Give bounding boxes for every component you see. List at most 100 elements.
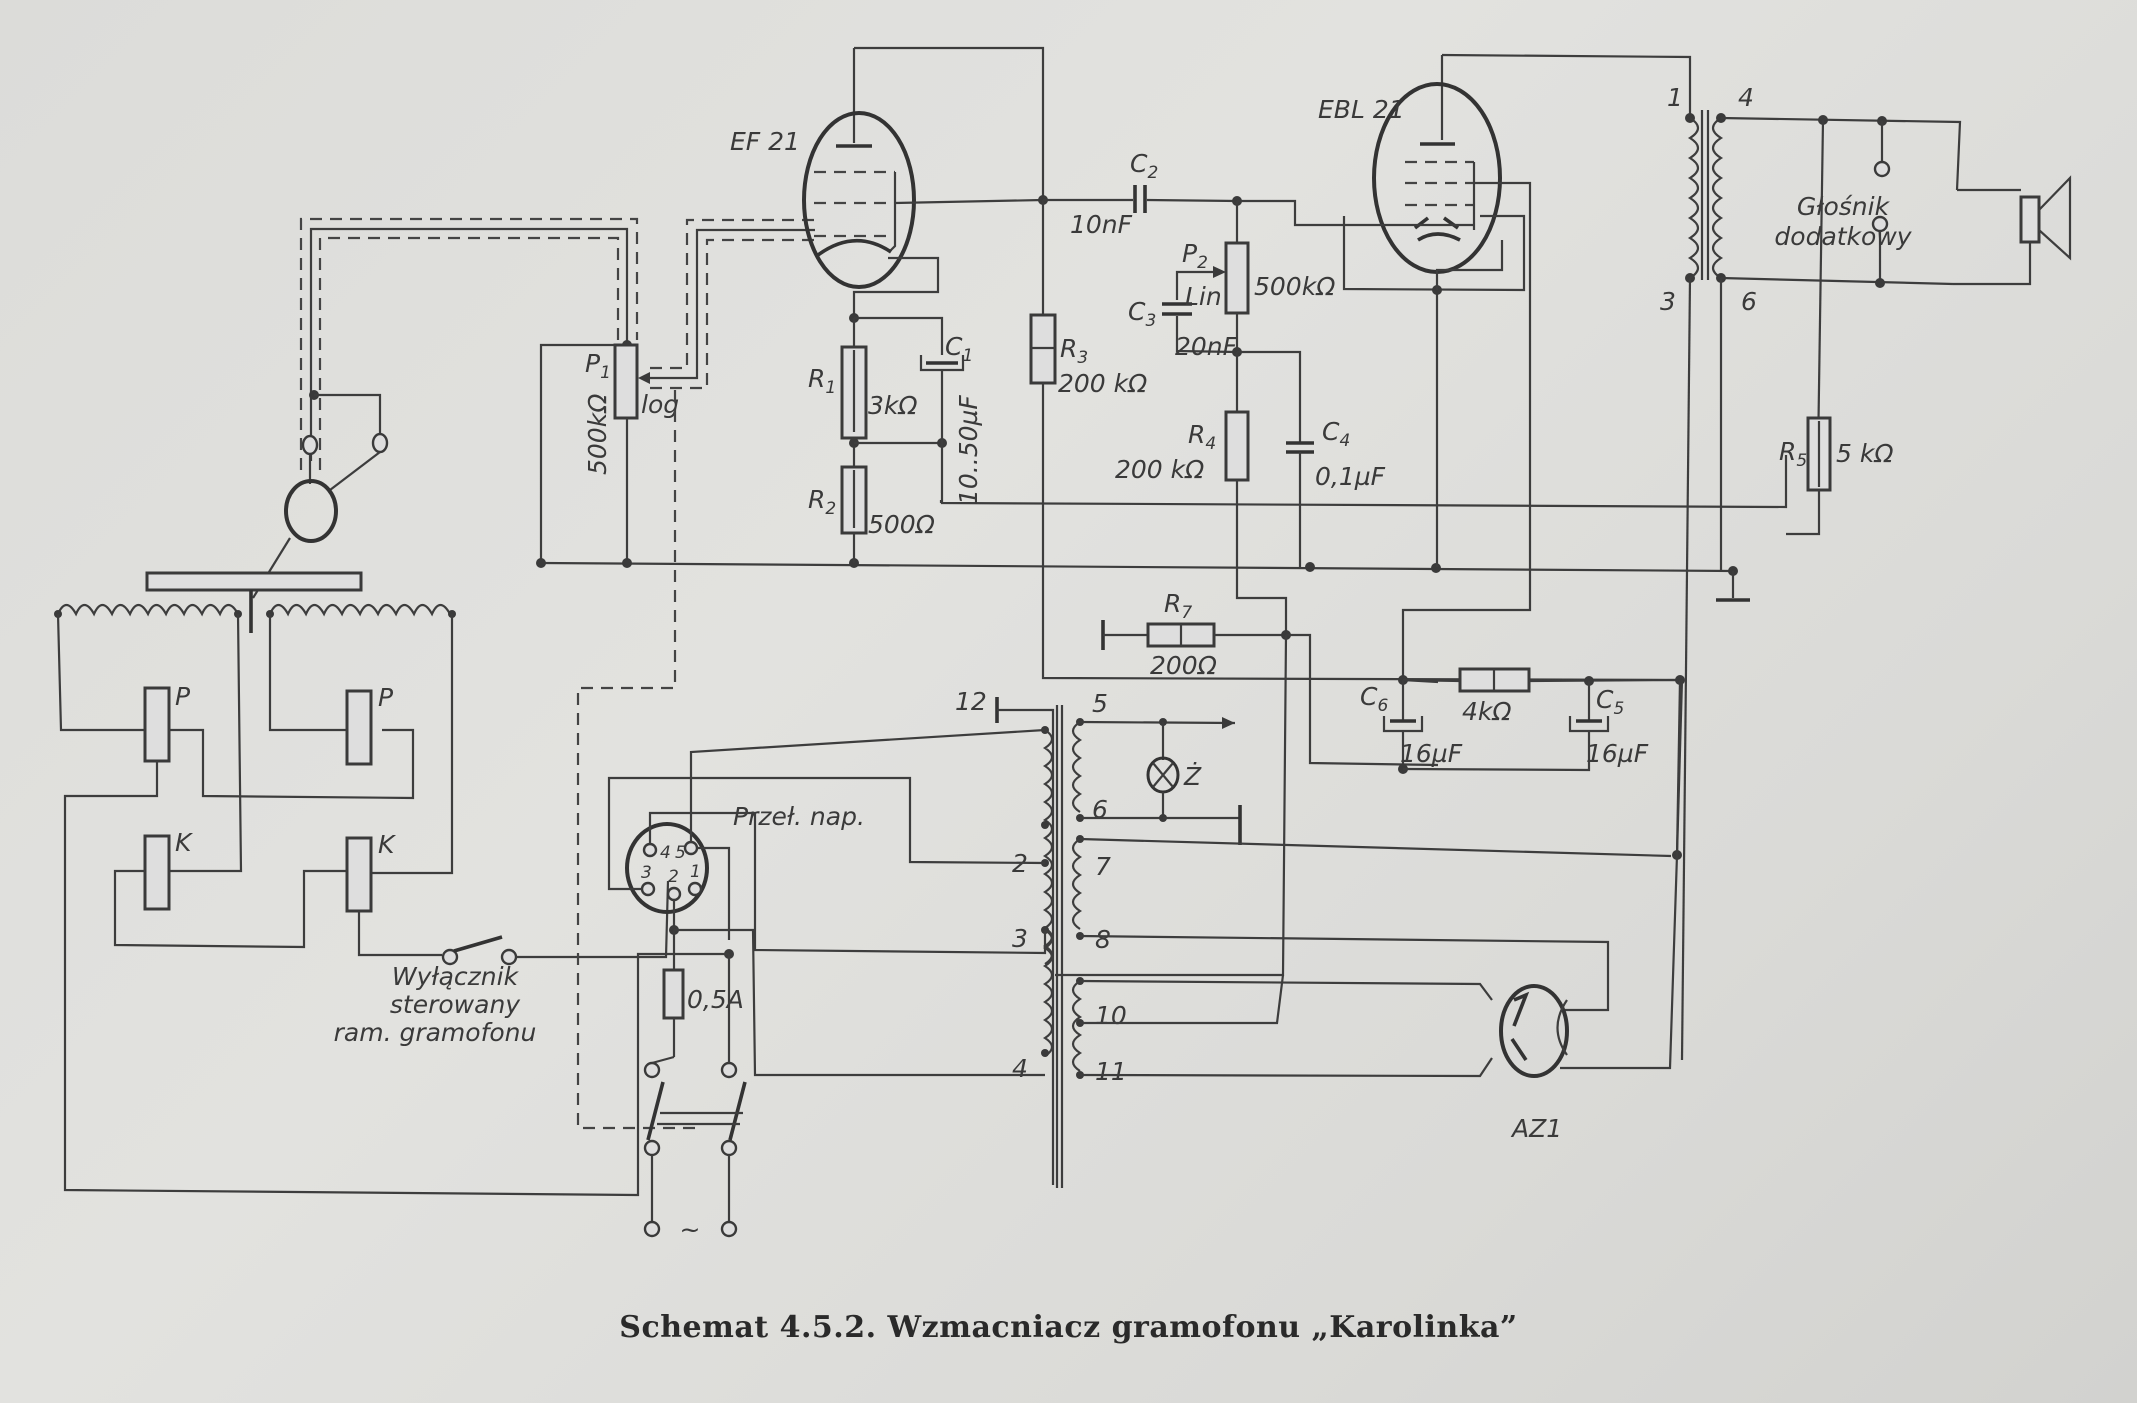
switch-label-line3: ram. gramofonu [334,1018,537,1047]
vs-pin-3: 3 [641,863,652,883]
ext-speaker-label-1: Głośnik [1797,192,1891,221]
tube-ef21: EF 21 [730,46,1045,318]
fuse: 0,5A [662,930,744,1057]
c5-ref: C5 [1596,685,1624,719]
motor-rotor [145,571,363,592]
tube-ebl21: EBL 21 [1318,53,1692,680]
ot-pin-6: 6 [1741,287,1757,316]
p1-value: 500kΩ [583,394,612,475]
relay-k-left-label: K [175,828,194,857]
pt-pin-12: 12 [955,687,987,716]
relay-coil-p-left [143,686,171,763]
tonearm-switch[interactable] [441,880,670,966]
mains-switch[interactable]: ~ [643,954,747,1244]
az1-label: AZ1 [1510,1114,1562,1143]
r1-ref: R1 [808,364,836,398]
potentiometer-p2[interactable]: P2 Lin 500kΩ C3 20nF [1128,196,1370,361]
c1-ref: C1 [945,332,973,366]
tube-az1: AZ1 [1499,854,1679,1143]
c3-value: 20nF [1175,332,1238,361]
c5-value: 16µF [1586,739,1649,768]
fuse-value: 0,5A [687,985,744,1014]
c2-ref: C2 [1130,149,1158,183]
r7-ref: R7 [1164,589,1192,623]
relay-p-right-label: P [378,683,394,712]
p1-ref: P1 [585,349,611,383]
power-transformer: 12 2 3 4 5 6 7 8 10 11 Ż [955,687,1672,1188]
vs-pin-4: 4 [660,843,671,863]
c4-ref: C4 [1322,417,1350,451]
r1-value: 3kΩ [868,391,918,420]
r2-value: 500Ω [868,510,935,539]
c4-value: 0,1µF [1315,462,1386,491]
ground-bus [536,558,1750,602]
r-filter-value: 4kΩ [1462,697,1512,726]
r4-value: 200 kΩ [1115,455,1204,484]
ef21-envelope [802,111,916,289]
power-filter: 4kΩ C6 16µF C5 16µF [1360,667,1685,860]
c3-ref: C3 [1128,297,1156,331]
pt-pin-11: 11 [1095,1057,1127,1086]
pt-pin-10: 10 [1095,1001,1127,1030]
loudspeaker-icon [2019,175,2072,261]
capacitor-c2: C2 10nF [1043,149,1238,239]
r3-ref: R3 [1060,334,1088,368]
pt-pin-7: 7 [1095,852,1111,881]
az1-envelope [1499,984,1569,1078]
pickup-cartridge [252,390,389,599]
r5-value: 5 kΩ [1836,439,1893,468]
mains-plug-terminal-left[interactable] [643,1220,661,1238]
pt-pin-4: 4 [1012,1054,1028,1083]
ext-speaker-label-2: dodatkowy [1774,222,1912,251]
p2-value: 500kΩ [1254,272,1335,301]
r3-value: 200 kΩ [1058,369,1147,398]
figure-caption: Schemat 4.5.2. Wzmacniacz gramofonu „Kar… [619,1310,1518,1345]
resistor-r3-group: R3 200 kΩ [1029,195,1681,682]
r5-ref: R5 [1779,437,1807,471]
relay-coil-k-left [143,834,171,911]
mains-plug-terminal-right[interactable] [720,1220,738,1238]
switch-label-line2: sterowany [390,990,521,1019]
shielded-cable-grid [650,218,815,390]
vs-pin-1: 1 [690,862,701,882]
resistor-r4 [1224,410,1250,482]
p2-ref: P2 [1182,239,1208,273]
voltage-selector[interactable]: 4 5 3 2 1 Przeł. nap. [625,802,865,914]
pt-pin-8: 8 [1095,925,1111,954]
switch-label-line1: Wyłącznik [392,962,520,991]
mains-ac-symbol: ~ [680,1215,701,1244]
ebl21-label: EBL 21 [1318,95,1405,124]
relay-coil-p-right [345,689,373,766]
pilot-lamp-icon [1146,756,1180,794]
vs-pin-5: 5 [675,843,686,863]
pt-pin-3: 3 [1012,924,1028,953]
hv-rail [1675,679,1684,856]
relay-k-right-label: K [378,830,397,859]
potentiometer-p1[interactable]: P1 500kΩ log [539,340,679,563]
c6-value: 16µF [1400,739,1463,768]
pt-pin-5: 5 [1092,689,1108,718]
r4-c4-group: R4 200 kΩ C4 0,1µF [1115,347,1386,634]
resistor-r7-group: R7 200Ω [1055,589,1439,977]
shielded-cable-pickup [299,217,639,470]
ext-speaker-terminal-top[interactable] [1873,160,1891,178]
r7-value: 200Ω [1150,651,1217,680]
pickup-coil-icon [284,479,338,543]
r4-ref: R4 [1188,420,1216,454]
c2-value: 10nF [1070,210,1133,239]
ot-pin-1: 1 [1667,83,1683,112]
cathode-network-ef21: R1 3kΩ R2 500Ω C1 10..50µF [808,313,1788,563]
ot-pin-4: 4 [1738,83,1754,112]
p1-taper: log [641,390,679,419]
p2-taper: Lin [1185,282,1222,311]
motor: P P K K [54,571,640,1197]
pt-pin-6: 6 [1092,795,1108,824]
r2-ref: R2 [808,485,836,519]
selector-wiring [607,728,1047,1113]
ot-pin-3: 3 [1660,287,1676,316]
relay-p-left-label: P [175,682,191,711]
vs-pin-2: 2 [668,867,679,887]
c1-value: 10..50µF [954,395,983,505]
speaker-section: Głośnik dodatkowy R5 5 kΩ [1720,115,2072,536]
